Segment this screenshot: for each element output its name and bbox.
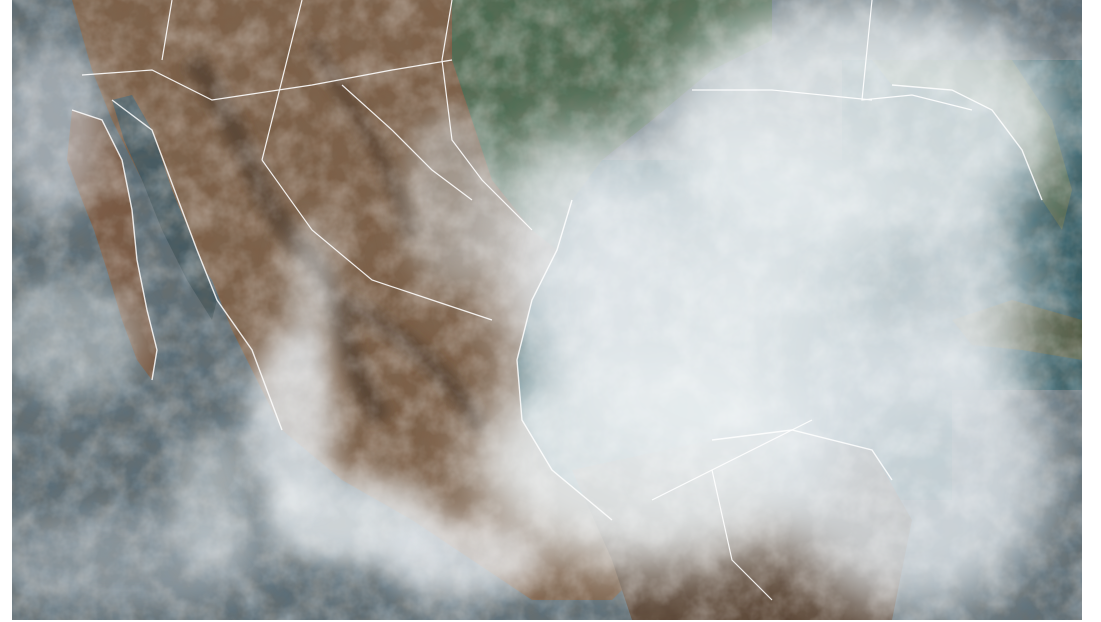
satellite-image-frame xyxy=(12,0,1082,620)
cloud-texture xyxy=(12,0,1082,620)
political-borders xyxy=(81,0,973,601)
coastlines xyxy=(71,84,1043,521)
satellite-image xyxy=(12,0,1082,620)
